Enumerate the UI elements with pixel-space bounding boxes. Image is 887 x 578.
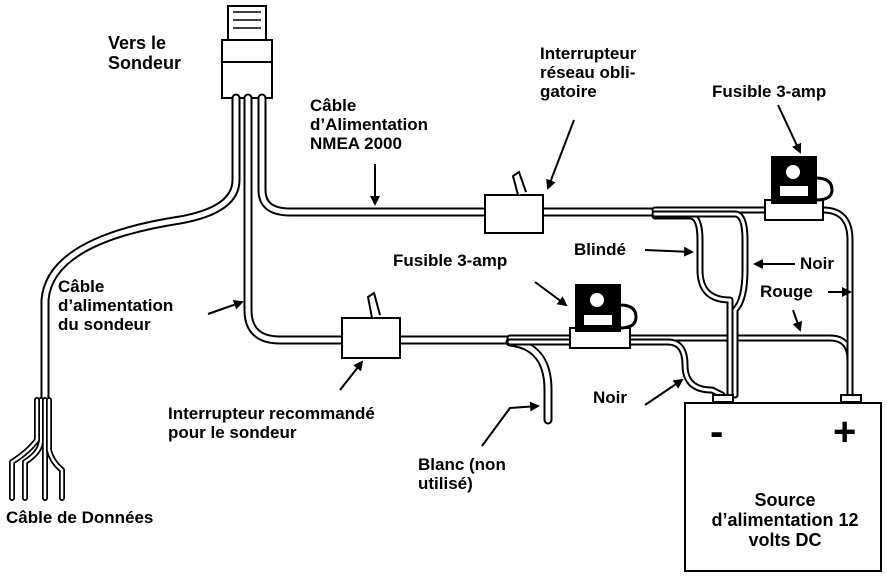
battery-minus-sign: - <box>710 410 724 454</box>
label-cable-donnees: Câble de Données <box>6 508 154 527</box>
network-switch <box>484 170 544 234</box>
label-interrupteur-reseau: Interrupteur réseau obli- gatoire <box>540 44 637 102</box>
label-rouge: Rouge <box>760 282 813 301</box>
callout-arrows <box>207 104 852 447</box>
fuse-middle <box>569 284 638 349</box>
sonar-connector <box>221 5 273 99</box>
battery <box>684 402 882 572</box>
cables <box>9 93 854 501</box>
sonar-switch <box>341 291 401 359</box>
battery-positive-post <box>840 394 862 403</box>
label-cable-sondeur: Câble d’alimentation du sondeur <box>58 277 174 335</box>
fuse-top <box>764 156 834 221</box>
label-cable-nmea: Câble d’Alimentation NMEA 2000 <box>310 96 429 154</box>
label-interrupteur-recommande: Interrupteur recommandé pour le sondeur <box>168 404 375 443</box>
power-source-label: Source d’alimentation 12 volts DC <box>711 490 859 551</box>
label-blanc: Blanc (non utilisé) <box>418 455 506 494</box>
label-blinde: Blindé <box>574 240 626 259</box>
battery-plus-sign: + <box>833 410 857 454</box>
battery-negative-post <box>712 394 734 403</box>
label-noir-right: Noir <box>800 254 834 273</box>
label-fusible-top: Fusible 3-amp <box>712 82 827 101</box>
label-fusible-mid: Fusible 3-amp <box>393 251 508 270</box>
label-vers-sondeur: Vers le Sondeur <box>108 33 182 74</box>
label-noir-bottom: Noir <box>593 388 627 407</box>
